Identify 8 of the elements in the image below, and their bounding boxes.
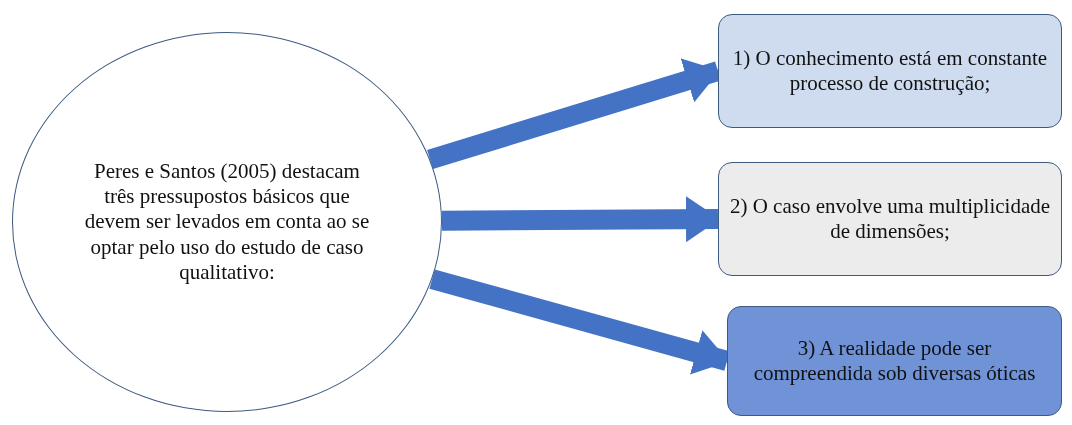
node-text: 2) O caso envolve uma multiplicidade de dimensões; xyxy=(729,193,1051,245)
block-arrow xyxy=(441,196,720,243)
node-text: Peres e Santos (2005) destacam três pressupostos básicos que devem ser levados em conta ao se optar pelo uso do estudo de caso qualitativo: xyxy=(83,159,371,285)
rounded-box xyxy=(718,14,1062,128)
node-text: 1) O conhecimento está em constante processo de construção; xyxy=(731,45,1049,97)
node-text: 3) A realidade pode ser compreendida sob diversas óticas xyxy=(752,335,1037,387)
rounded-box xyxy=(718,162,1062,276)
rounded-box xyxy=(727,306,1062,416)
